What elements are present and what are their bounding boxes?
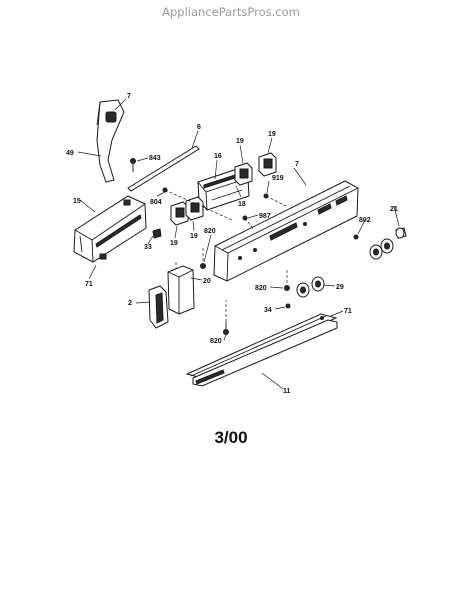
assembly-lines bbox=[164, 189, 288, 322]
callout-19-lower-right: 19 bbox=[190, 233, 198, 240]
callout-987: 987 bbox=[259, 213, 271, 220]
callout-7-bracket: 7 bbox=[127, 93, 131, 100]
part-strip-6 bbox=[127, 145, 200, 192]
part-panel-7 bbox=[213, 180, 359, 282]
part-screw-843 bbox=[130, 158, 136, 172]
callout-19-lower-left: 19 bbox=[170, 240, 178, 247]
callout-820-upper: 820 bbox=[204, 228, 216, 235]
part-knobs bbox=[369, 238, 394, 260]
callout-20: 20 bbox=[203, 278, 211, 285]
callout-7-panel: 7 bbox=[295, 161, 299, 168]
callout-15: 15 bbox=[73, 198, 81, 205]
part-trim-11 bbox=[192, 319, 338, 387]
part-endcap-2 bbox=[148, 285, 169, 329]
callout-19-top-left: 19 bbox=[236, 138, 244, 145]
callout-843: 843 bbox=[149, 155, 161, 162]
callout-33: 33 bbox=[144, 244, 152, 251]
callout-21: 21 bbox=[390, 206, 398, 213]
part-bracket-20 bbox=[167, 265, 195, 315]
callout-19-top-right: 19 bbox=[268, 131, 276, 138]
part-switch-19d bbox=[185, 196, 204, 221]
leader-lines bbox=[77, 98, 400, 390]
callout-71-trim: 71 bbox=[344, 308, 352, 315]
callout-18: 18 bbox=[238, 201, 246, 208]
part-screw-820c bbox=[223, 322, 229, 335]
callout-804: 804 bbox=[150, 199, 162, 206]
part-bracket-15 bbox=[73, 195, 147, 263]
part-screw-34 bbox=[285, 303, 291, 309]
callout-2: 2 bbox=[128, 300, 132, 307]
part-switch-19a bbox=[234, 162, 253, 186]
part-trim-71 bbox=[185, 313, 338, 379]
watermark: AppliancePartsPros.com bbox=[162, 5, 300, 19]
part-clip-33 bbox=[152, 228, 162, 239]
part-screw-802 bbox=[353, 234, 359, 240]
part-switch-19b bbox=[258, 152, 277, 177]
callout-820-lower: 820 bbox=[210, 338, 222, 345]
callout-802: 802 bbox=[359, 217, 371, 224]
callout-49: 49 bbox=[66, 150, 74, 157]
callout-29: 29 bbox=[336, 284, 344, 291]
callout-labels: 7 6 49 843 16 19 19 919 7 804 18 987 15 … bbox=[66, 93, 398, 395]
date-code: 3/00 bbox=[214, 428, 247, 447]
part-knob-21 bbox=[395, 227, 407, 239]
callout-6: 6 bbox=[197, 124, 201, 131]
callout-11: 11 bbox=[283, 388, 291, 395]
callout-34: 34 bbox=[264, 307, 272, 314]
callout-820-middle: 820 bbox=[255, 285, 267, 292]
part-knobs-29 bbox=[296, 276, 325, 298]
part-bracket-7 bbox=[96, 99, 125, 183]
callout-16: 16 bbox=[214, 153, 222, 160]
part-switch-19c bbox=[170, 201, 189, 226]
callout-71-bracket: 71 bbox=[85, 281, 93, 288]
callout-919: 919 bbox=[272, 175, 284, 182]
